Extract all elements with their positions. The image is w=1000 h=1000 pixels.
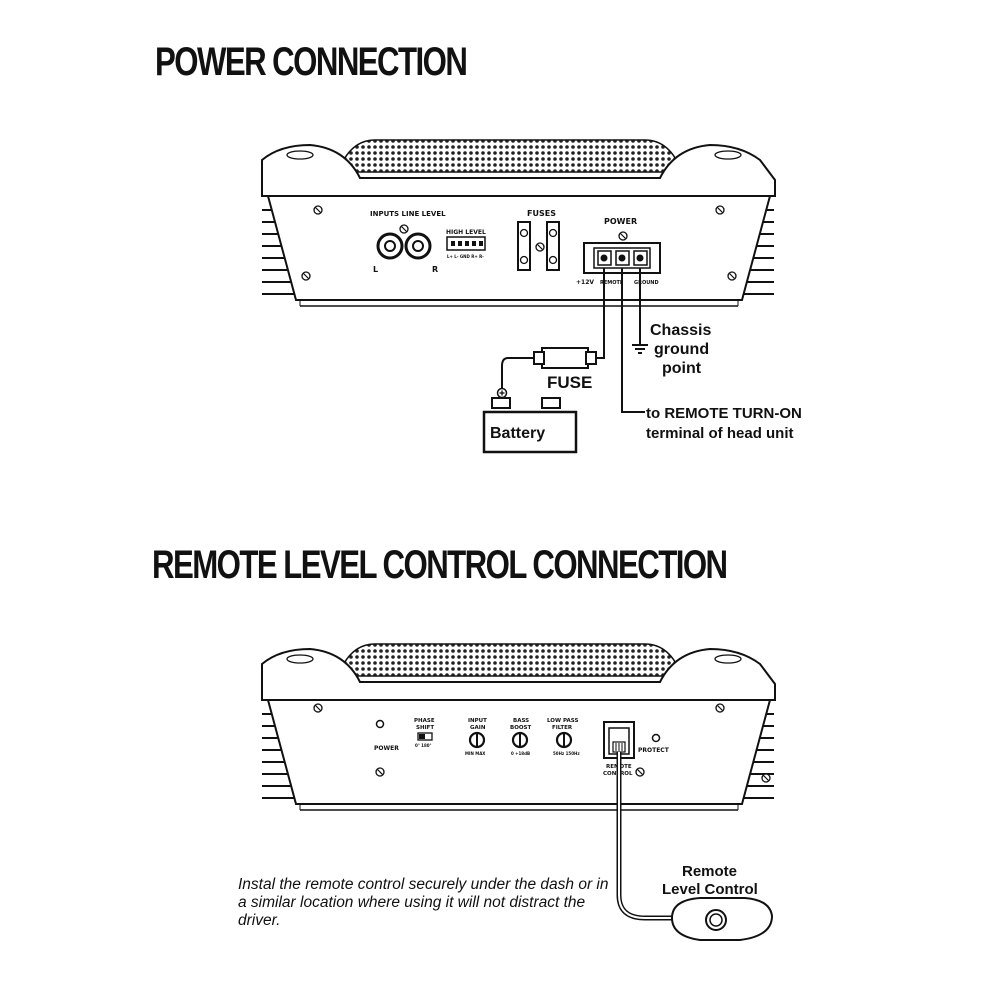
high-level-connector	[446, 236, 486, 251]
chassis-ground-label-line3: point	[662, 360, 702, 377]
low-pass-filter-scale: 50Hz 150Hz	[553, 751, 580, 756]
remote-control-jack	[603, 721, 635, 759]
battery: Battery	[482, 387, 578, 454]
phase-shift-switch	[417, 732, 433, 741]
protect-led	[651, 733, 661, 743]
rca-input-left	[376, 232, 404, 260]
remote-level-control-label-line2: Level Control	[662, 881, 758, 898]
bass-boost-label-line2: BOOST	[510, 725, 532, 731]
wire-remote	[621, 268, 645, 413]
battery-label: Battery	[490, 425, 545, 442]
remote-level-control-label-line1: Remote	[682, 863, 737, 880]
wire-12v	[595, 268, 605, 359]
amplifier-front-panel-remote: POWER PHASE SHIFT 0° 180° INPUT GAIN MIN…	[261, 643, 776, 811]
power-wiring	[501, 268, 648, 413]
amplifier-front-panel-power: INPUTS LINE LEVEL L R HIGH LEVEL L+ L- G…	[261, 139, 776, 307]
protect-led-label: PROTECT	[638, 747, 670, 754]
fuses-label: FUSES	[527, 209, 556, 218]
phase-shift-label-line2: SHIFT	[416, 725, 434, 731]
power-led	[375, 719, 385, 729]
phase-shift-values: 0° 180°	[415, 743, 432, 748]
terminal-ground-label: GROUND	[634, 280, 659, 286]
high-level-pins-label: L+ L- GND R+ R-	[447, 254, 484, 259]
heatsink-grille	[336, 643, 684, 677]
power-connection-heading: POWER CONNECTION	[155, 40, 468, 84]
input-gain-label-line1: INPUT	[468, 718, 487, 724]
input-gain-label-line2: GAIN	[470, 725, 486, 731]
low-pass-filter-knob	[555, 731, 573, 749]
input-gain-knob	[468, 731, 486, 749]
right-channel-label: R	[432, 265, 438, 274]
inline-fuse	[541, 347, 589, 369]
remote-cable-inner	[618, 752, 680, 919]
remote-level-control-connection-heading: REMOTE LEVEL CONTROL CONNECTION	[152, 543, 728, 587]
terminal-remote-label: REMOTE	[600, 280, 624, 286]
inputs-line-level-label: INPUTS LINE LEVEL	[370, 210, 446, 218]
installation-note: Instal the remote control securely under…	[238, 876, 609, 929]
power-led-label: POWER	[374, 745, 399, 752]
rca-input-right	[404, 232, 432, 260]
low-pass-filter-label-line1: LOW PASS	[547, 718, 578, 724]
high-level-label: HIGH LEVEL	[446, 229, 486, 236]
fuse-label: FUSE	[547, 373, 592, 392]
heatsink-grille	[336, 139, 684, 173]
power-label: POWER	[604, 217, 637, 226]
remote-turn-on-label-line1: to REMOTE TURN-ON	[646, 405, 802, 422]
terminal-12v-label: +12V	[576, 279, 594, 286]
phase-shift-label-line1: PHASE	[414, 718, 435, 724]
low-pass-filter-label-line2: FILTER	[552, 725, 573, 731]
left-channel-label: L	[373, 265, 378, 274]
chassis-ground-label-line2: ground	[654, 341, 709, 358]
ground-symbol	[632, 344, 648, 354]
bass-boost-label-line1: BASS	[513, 718, 529, 724]
chassis-ground-label-line1: Chassis	[650, 322, 711, 339]
wire-battery-positive	[501, 357, 534, 388]
input-gain-scale: MIN MAX	[465, 751, 485, 756]
remote-turn-on-label-line2: terminal of head unit	[646, 425, 794, 442]
fuse-holder-1	[517, 221, 531, 271]
bass-boost-knob	[511, 731, 529, 749]
bass-boost-scale: 0 +18dB	[511, 751, 530, 756]
fuse-holder-2	[546, 221, 560, 271]
remote-level-control-device	[670, 897, 774, 941]
